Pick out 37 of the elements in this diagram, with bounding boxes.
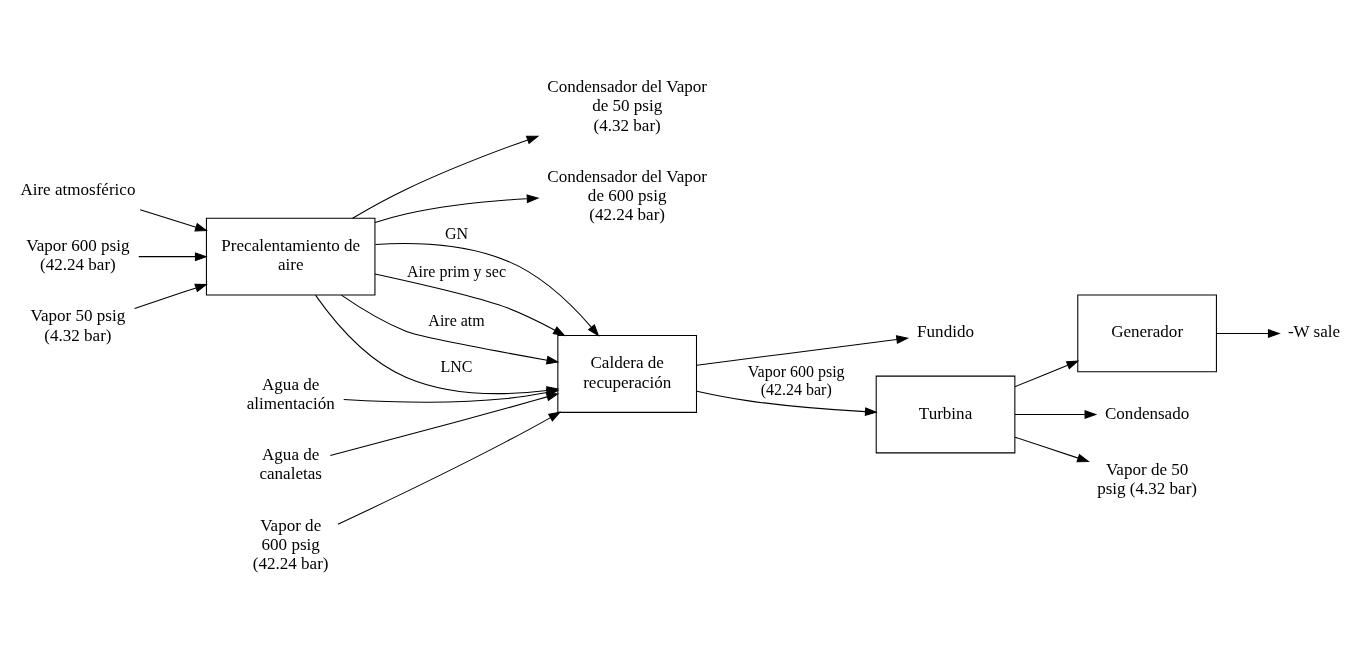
node-text: Aire atmosférico	[20, 179, 136, 199]
arrow	[1014, 360, 1080, 387]
arrow	[374, 242, 600, 337]
node-text: Agua de canaletas	[259, 444, 322, 483]
arrow	[374, 272, 566, 336]
arrow	[696, 390, 878, 416]
node-text: Condensador del Vapor de 600 psig (42.24 bar)	[547, 166, 708, 224]
arrow	[337, 411, 562, 525]
arrow	[1014, 436, 1090, 462]
arrow	[696, 334, 910, 366]
arrow	[329, 392, 560, 456]
node-box: Generador	[1077, 294, 1217, 372]
node-box: Caldera de recuperación	[557, 334, 698, 413]
node-text: Vapor 600 psig (42.24 bar)	[26, 235, 130, 274]
node-text: Vapor de 600 psig (42.24 bar)	[252, 515, 329, 573]
edge-label: Aire atm	[428, 311, 485, 329]
node-box: Turbina	[875, 375, 1016, 453]
arrow	[139, 208, 208, 231]
arrow	[374, 193, 540, 223]
node-text: Vapor 50 psig (4.32 bar)	[30, 305, 126, 345]
edge-label: GN	[444, 224, 469, 242]
node-text: Condensado	[1104, 403, 1190, 423]
arrow	[138, 251, 208, 261]
node-text: -W sale	[1287, 321, 1341, 341]
edge-label: Vapor 600 psig (42.24 bar)	[747, 362, 845, 398]
arrow	[340, 294, 560, 365]
node-box: Precalentamiento de aire	[205, 217, 376, 296]
arrow	[134, 283, 208, 309]
node-text: Condensador del Vapor de 50 psig (4.32 bar)	[547, 76, 708, 135]
node-text: Agua de alimentación	[246, 374, 335, 413]
arrow	[1014, 409, 1098, 419]
edge-label: LNC	[440, 357, 473, 375]
arrow	[1216, 328, 1281, 338]
arrow	[352, 135, 540, 219]
edge-label: Aire prim y sec	[407, 262, 507, 280]
node-text: Fundido	[917, 321, 974, 341]
node-text: Vapor de 50 psig (4.32 bar)	[1097, 459, 1198, 498]
